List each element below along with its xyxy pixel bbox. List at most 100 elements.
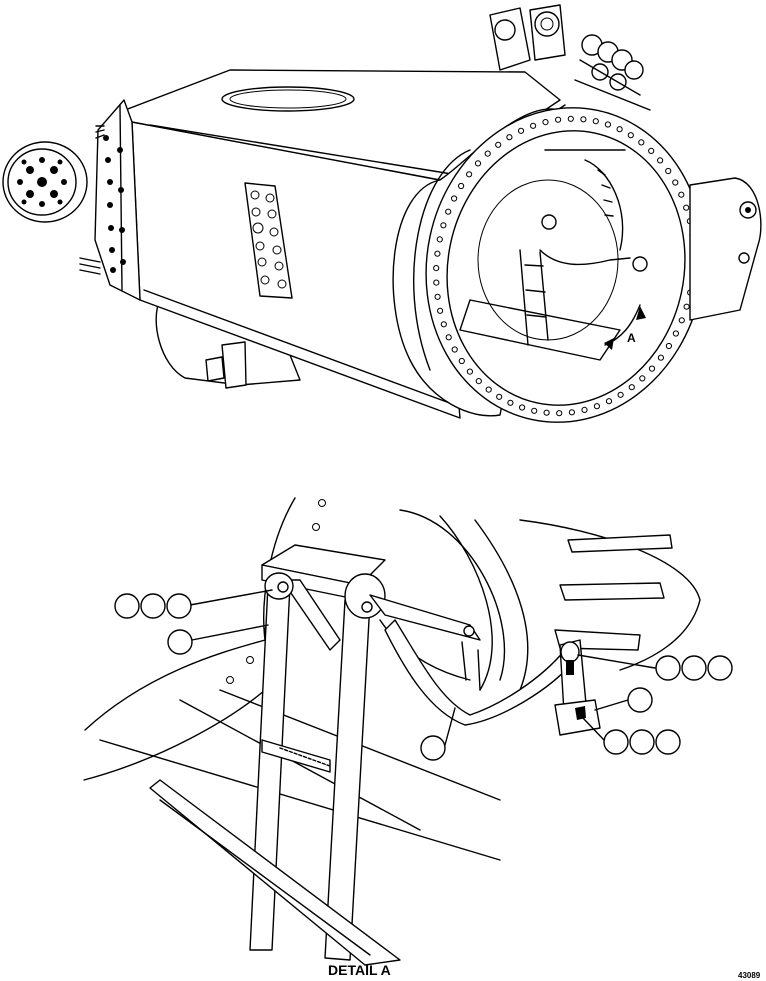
pivot-bolt-left bbox=[277, 581, 289, 593]
inner-arc bbox=[584, 159, 624, 251]
flange-bolt bbox=[466, 171, 473, 178]
flange-bolt bbox=[496, 393, 503, 400]
flange-bolt bbox=[484, 150, 491, 157]
pivot-boss-right bbox=[344, 573, 386, 619]
callout-balloon-ladder bbox=[167, 629, 193, 655]
inner-steps bbox=[597, 169, 614, 217]
inner-floor bbox=[459, 299, 621, 361]
pivot-pin bbox=[494, 19, 516, 41]
handrail bbox=[369, 594, 481, 641]
flange-bolt bbox=[458, 357, 465, 365]
flange-bolt bbox=[567, 115, 574, 122]
callout-balloon bbox=[629, 729, 655, 755]
inner-fitting bbox=[541, 214, 557, 230]
flange-bolt bbox=[648, 365, 656, 372]
kick-plate bbox=[149, 779, 401, 966]
flange-bolt bbox=[445, 208, 452, 215]
flange-bolt bbox=[639, 375, 646, 382]
flange-bolt bbox=[555, 116, 562, 123]
flange-bolt bbox=[657, 157, 664, 164]
pivot-bolt-right bbox=[361, 601, 373, 613]
flange-bolt bbox=[519, 404, 526, 411]
flange-bolt bbox=[657, 354, 665, 361]
flange-bolt bbox=[678, 317, 685, 324]
callout-balloon bbox=[655, 729, 681, 755]
flange-bolt bbox=[638, 139, 645, 146]
flange-bolt bbox=[665, 342, 673, 350]
callout-balloon bbox=[655, 655, 681, 681]
flange-bolt bbox=[445, 334, 452, 341]
flange-bolt bbox=[507, 399, 514, 406]
bracket-slot bbox=[560, 641, 580, 663]
flange-bolt bbox=[683, 204, 690, 211]
handrail-bend bbox=[384, 619, 576, 726]
flange-bolt bbox=[495, 141, 502, 148]
callout-balloon bbox=[707, 655, 733, 681]
flange-bolt bbox=[517, 127, 525, 134]
flange-bolt bbox=[434, 293, 441, 300]
detail-title: DETAIL A bbox=[328, 962, 391, 978]
right-mount-lug bbox=[689, 177, 762, 321]
flange-bolt bbox=[593, 403, 601, 410]
callout-group-right-top bbox=[655, 655, 733, 681]
flange-bolt bbox=[616, 126, 623, 133]
handrail-support bbox=[461, 641, 481, 691]
handrail-bolt bbox=[463, 625, 475, 637]
flange-bolt bbox=[605, 398, 613, 405]
inner-ladder-rails bbox=[519, 249, 549, 346]
leader-lines bbox=[189, 589, 656, 746]
bracket-bolt bbox=[566, 660, 574, 675]
flange-inner bbox=[446, 130, 686, 406]
spring-bottom bbox=[79, 257, 101, 275]
spring-top bbox=[95, 125, 105, 139]
callout-balloon bbox=[166, 593, 192, 619]
floor-line-3 bbox=[179, 699, 421, 831]
shell-arc-2 bbox=[439, 515, 493, 691]
lower-bracket bbox=[221, 341, 247, 389]
flange-bolt bbox=[628, 384, 635, 391]
callout-balloon bbox=[114, 593, 140, 619]
flange-bolt bbox=[458, 182, 465, 190]
flange-bolt bbox=[556, 410, 563, 417]
callout-balloon-bracket bbox=[627, 687, 653, 713]
flange-bolt bbox=[531, 407, 538, 414]
flange-bolt bbox=[437, 307, 444, 314]
lower-bracket-2 bbox=[205, 356, 225, 382]
drum-contour bbox=[413, 149, 471, 371]
flange-bolt bbox=[433, 279, 440, 286]
ladder-rail-right bbox=[324, 599, 371, 961]
flange-bolt bbox=[434, 250, 441, 257]
detail-a-view: DETAIL A bbox=[83, 497, 733, 978]
callout-group-right-bottom bbox=[603, 729, 681, 755]
flange-bolt bbox=[440, 222, 447, 229]
shell-arc-4 bbox=[474, 519, 529, 691]
inner-ladder-rungs bbox=[524, 264, 547, 318]
lower-tube bbox=[155, 299, 301, 386]
inner-handrail bbox=[539, 249, 631, 266]
view-arrowhead bbox=[604, 338, 614, 350]
flange-bolt bbox=[543, 409, 550, 416]
flange-bolt bbox=[475, 378, 482, 385]
step-rib-2 bbox=[559, 582, 665, 601]
figure-code: 43089 bbox=[738, 971, 761, 980]
flange-bolt bbox=[451, 195, 458, 202]
flange-bolt bbox=[451, 346, 458, 353]
left-end-bolts bbox=[103, 135, 126, 273]
flange-bolt bbox=[568, 409, 576, 416]
step-rib-1 bbox=[567, 534, 673, 553]
callout-group-top-left bbox=[114, 593, 192, 619]
flange-bolt bbox=[581, 406, 588, 413]
flange-bolt bbox=[466, 368, 473, 375]
floor-line-1 bbox=[99, 739, 501, 861]
flange-bolt bbox=[648, 147, 655, 154]
flange-bolt bbox=[604, 121, 612, 128]
pivot-pin-2 bbox=[534, 11, 560, 37]
flange-bolt bbox=[530, 122, 537, 129]
view-marker-label: A bbox=[627, 331, 636, 345]
clamp-nut bbox=[575, 706, 586, 720]
inner-fitting-2 bbox=[632, 256, 648, 272]
flange-bolt bbox=[627, 132, 634, 139]
manifold-ports bbox=[17, 157, 67, 207]
valve-cluster bbox=[574, 34, 651, 111]
flange-bolt bbox=[672, 330, 680, 337]
